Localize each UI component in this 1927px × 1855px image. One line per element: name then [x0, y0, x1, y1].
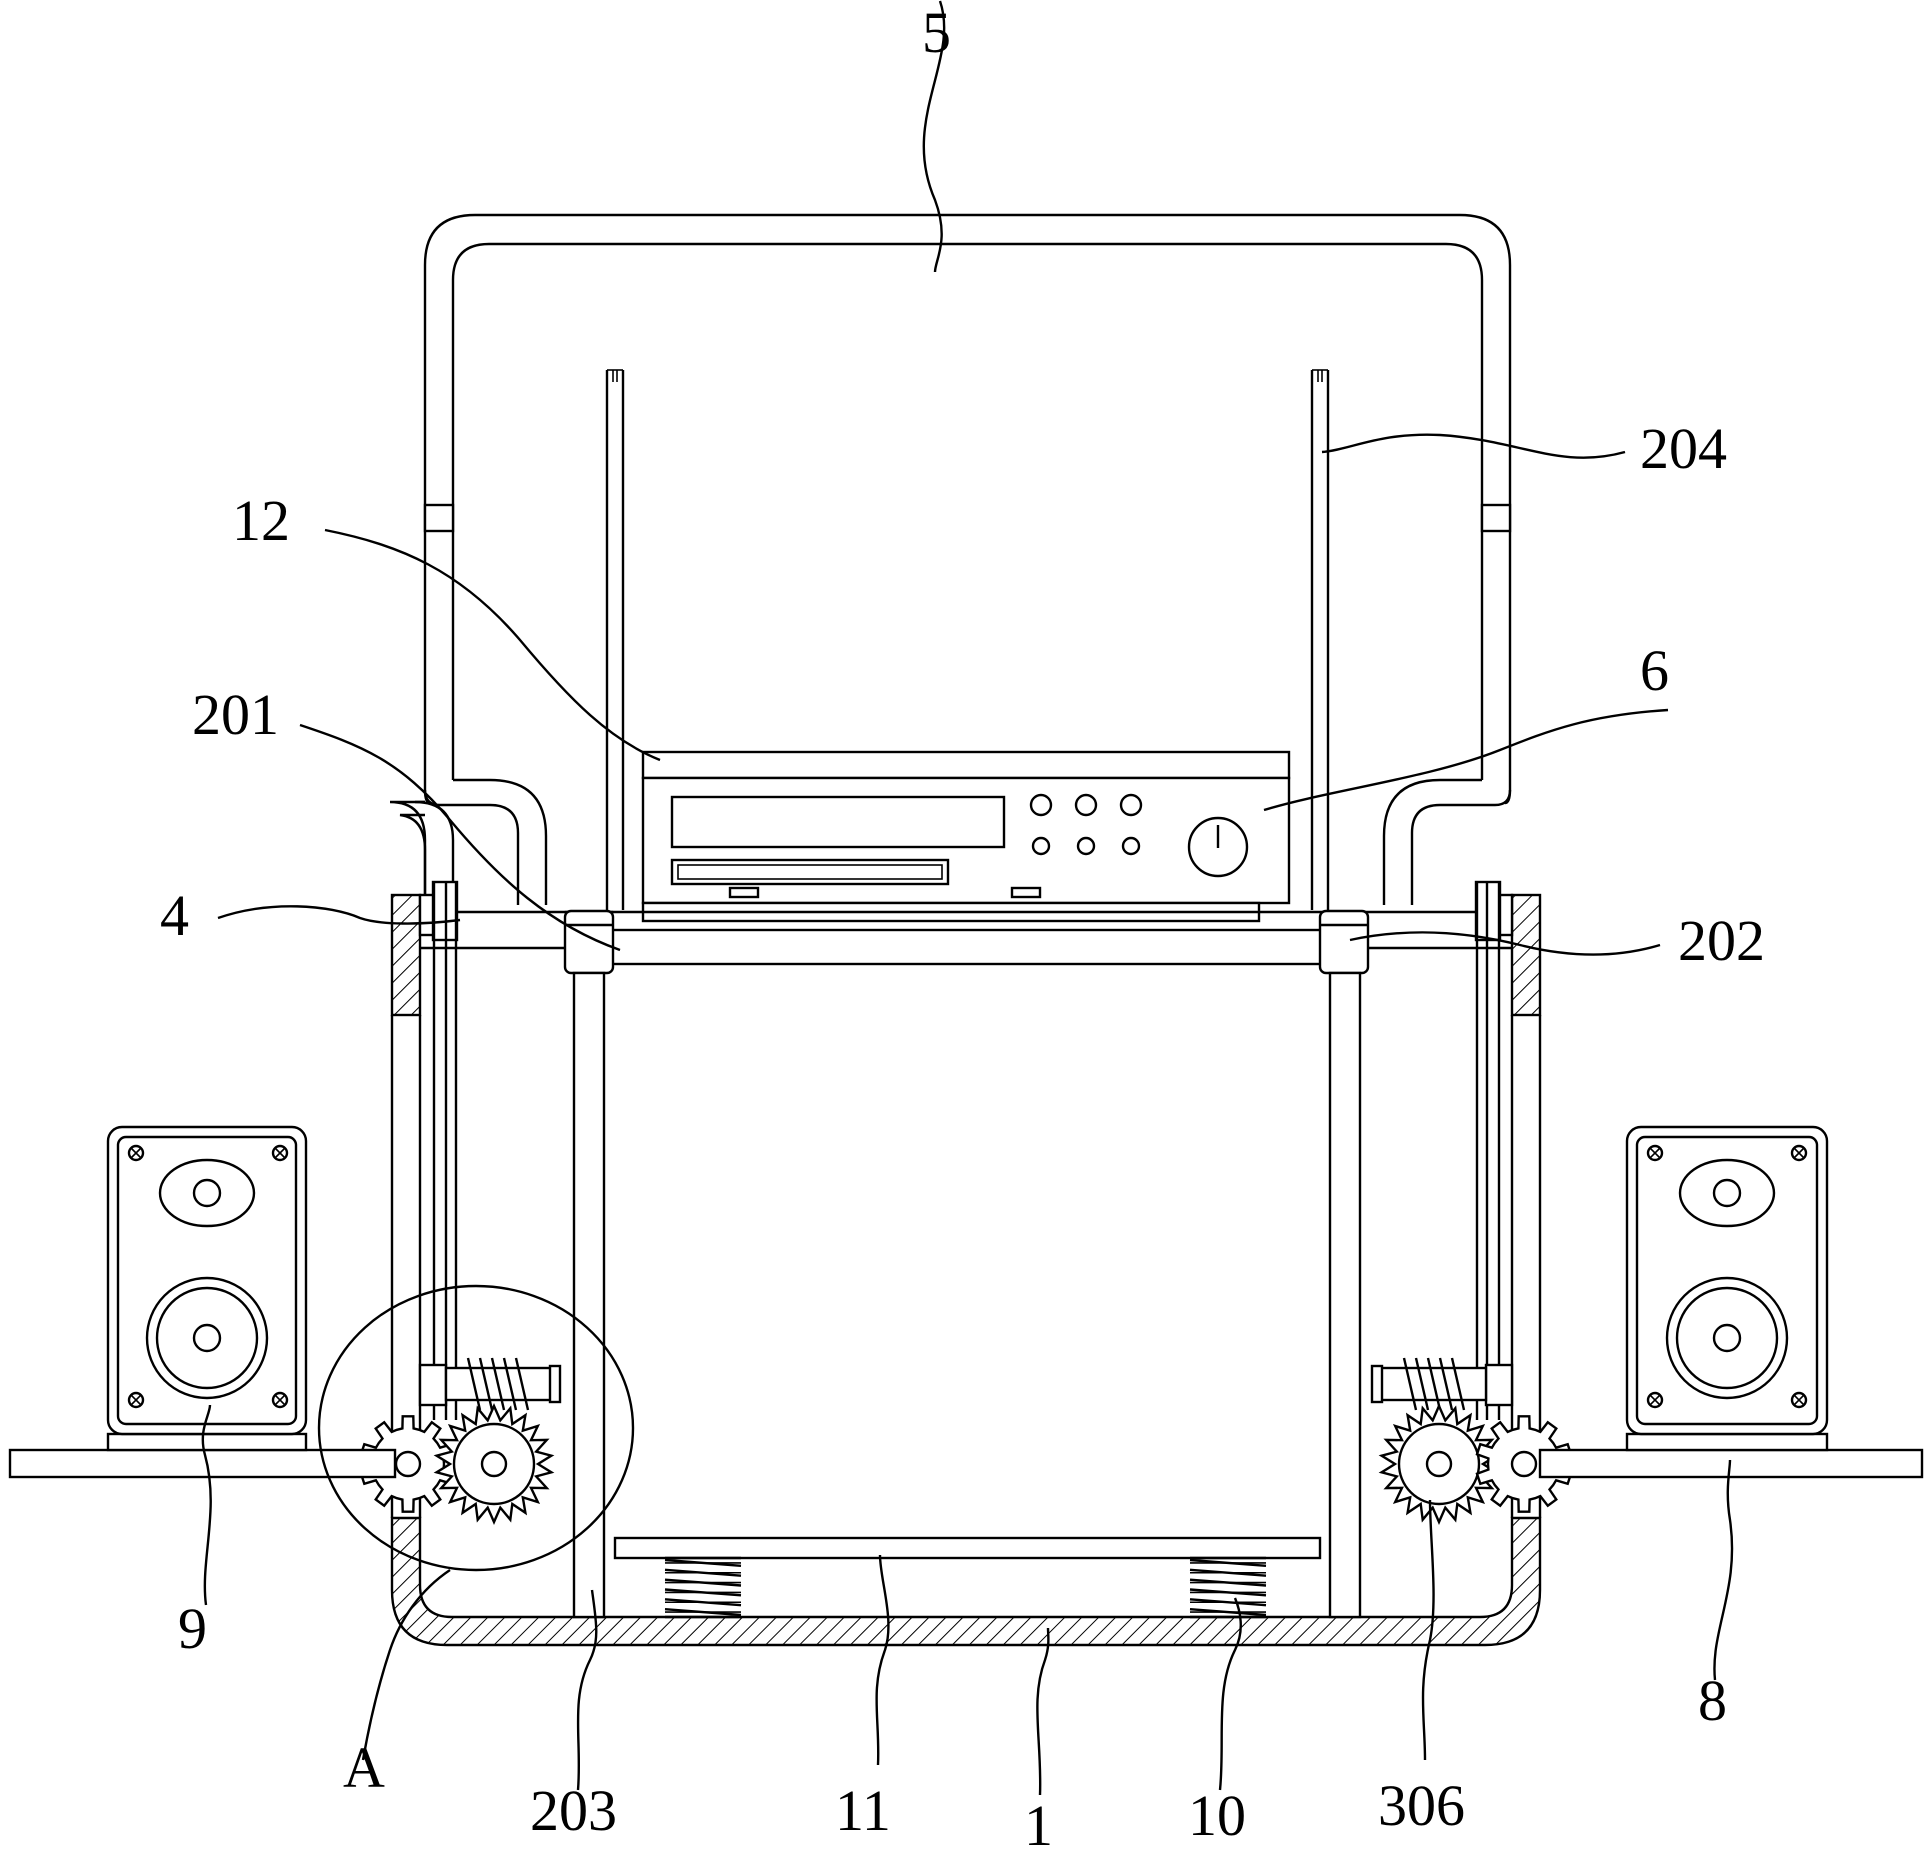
gear-large-left-ring [452, 1422, 536, 1506]
volume-knob [1187, 816, 1249, 878]
handle-frame [389, 213, 1512, 905]
screw-1 [271, 1144, 289, 1162]
audio-player-device [641, 750, 1291, 923]
label-203: 203 [530, 1778, 617, 1843]
support-plate [420, 910, 1512, 966]
label-306: 306 [1378, 1773, 1465, 1838]
speaker-board-left [8, 1448, 397, 1479]
springs [664, 1556, 1267, 1619]
rack-right [1474, 880, 1514, 1420]
speaker-right [1625, 1125, 1829, 1452]
gear-large-right [1378, 1403, 1500, 1525]
label-204: 204 [1640, 416, 1727, 481]
gear-small-right-teeth [1475, 1415, 1573, 1513]
gear-small-right-hub [1510, 1450, 1538, 1478]
label-11: 11 [835, 1778, 891, 1843]
screw-7 [1790, 1391, 1808, 1409]
reference-numerals: 5 204 12 6 201 4 202 9 8 A 203 11 1 10 3… [160, 0, 1765, 1855]
gear-large-left [433, 1403, 555, 1525]
screw-5 [1790, 1144, 1808, 1162]
worm-left [444, 1357, 562, 1411]
slider-left [563, 909, 615, 975]
vertical-posts [572, 971, 1362, 1619]
label-4: 4 [160, 883, 189, 948]
spring-right [1189, 1556, 1267, 1619]
cushion-plate [613, 1536, 1322, 1560]
screw-3 [271, 1391, 289, 1409]
gear-large-right-hub [1425, 1450, 1453, 1478]
gear-large-right-ring [1397, 1422, 1481, 1506]
leader-lines [201, 0, 1734, 1796]
gear-assembly [359, 1403, 1573, 1525]
slider-right [1318, 909, 1370, 975]
label-1: 1 [1024, 1793, 1053, 1850]
label-201: 201 [192, 682, 279, 747]
guide-rod-left [605, 369, 625, 910]
worm-right [1370, 1357, 1488, 1411]
speaker-left [106, 1125, 308, 1452]
label-5: 5 [922, 0, 951, 65]
guide-rod-right [1310, 369, 1330, 910]
label-8: 8 [1698, 1668, 1727, 1733]
gear-small-right [1475, 1415, 1573, 1513]
spring-left [664, 1556, 742, 1619]
label-202: 202 [1678, 908, 1765, 973]
screw-0 [127, 1144, 145, 1162]
label-10: 10 [1188, 1783, 1246, 1848]
detail-circle-a [317, 1284, 635, 1572]
screw-6 [1646, 1391, 1664, 1409]
control-buttons [1029, 793, 1143, 856]
base-housing [390, 893, 1542, 1647]
label-12: 12 [232, 488, 290, 553]
label-9: 9 [178, 1596, 207, 1661]
gear-large-left-hub [480, 1450, 508, 1478]
label-6: 6 [1640, 638, 1669, 703]
rack-left [418, 880, 459, 1420]
screw-2 [127, 1391, 145, 1409]
speaker-screws [127, 1144, 1808, 1409]
screw-4 [1646, 1144, 1664, 1162]
label-a: A [343, 1735, 385, 1800]
